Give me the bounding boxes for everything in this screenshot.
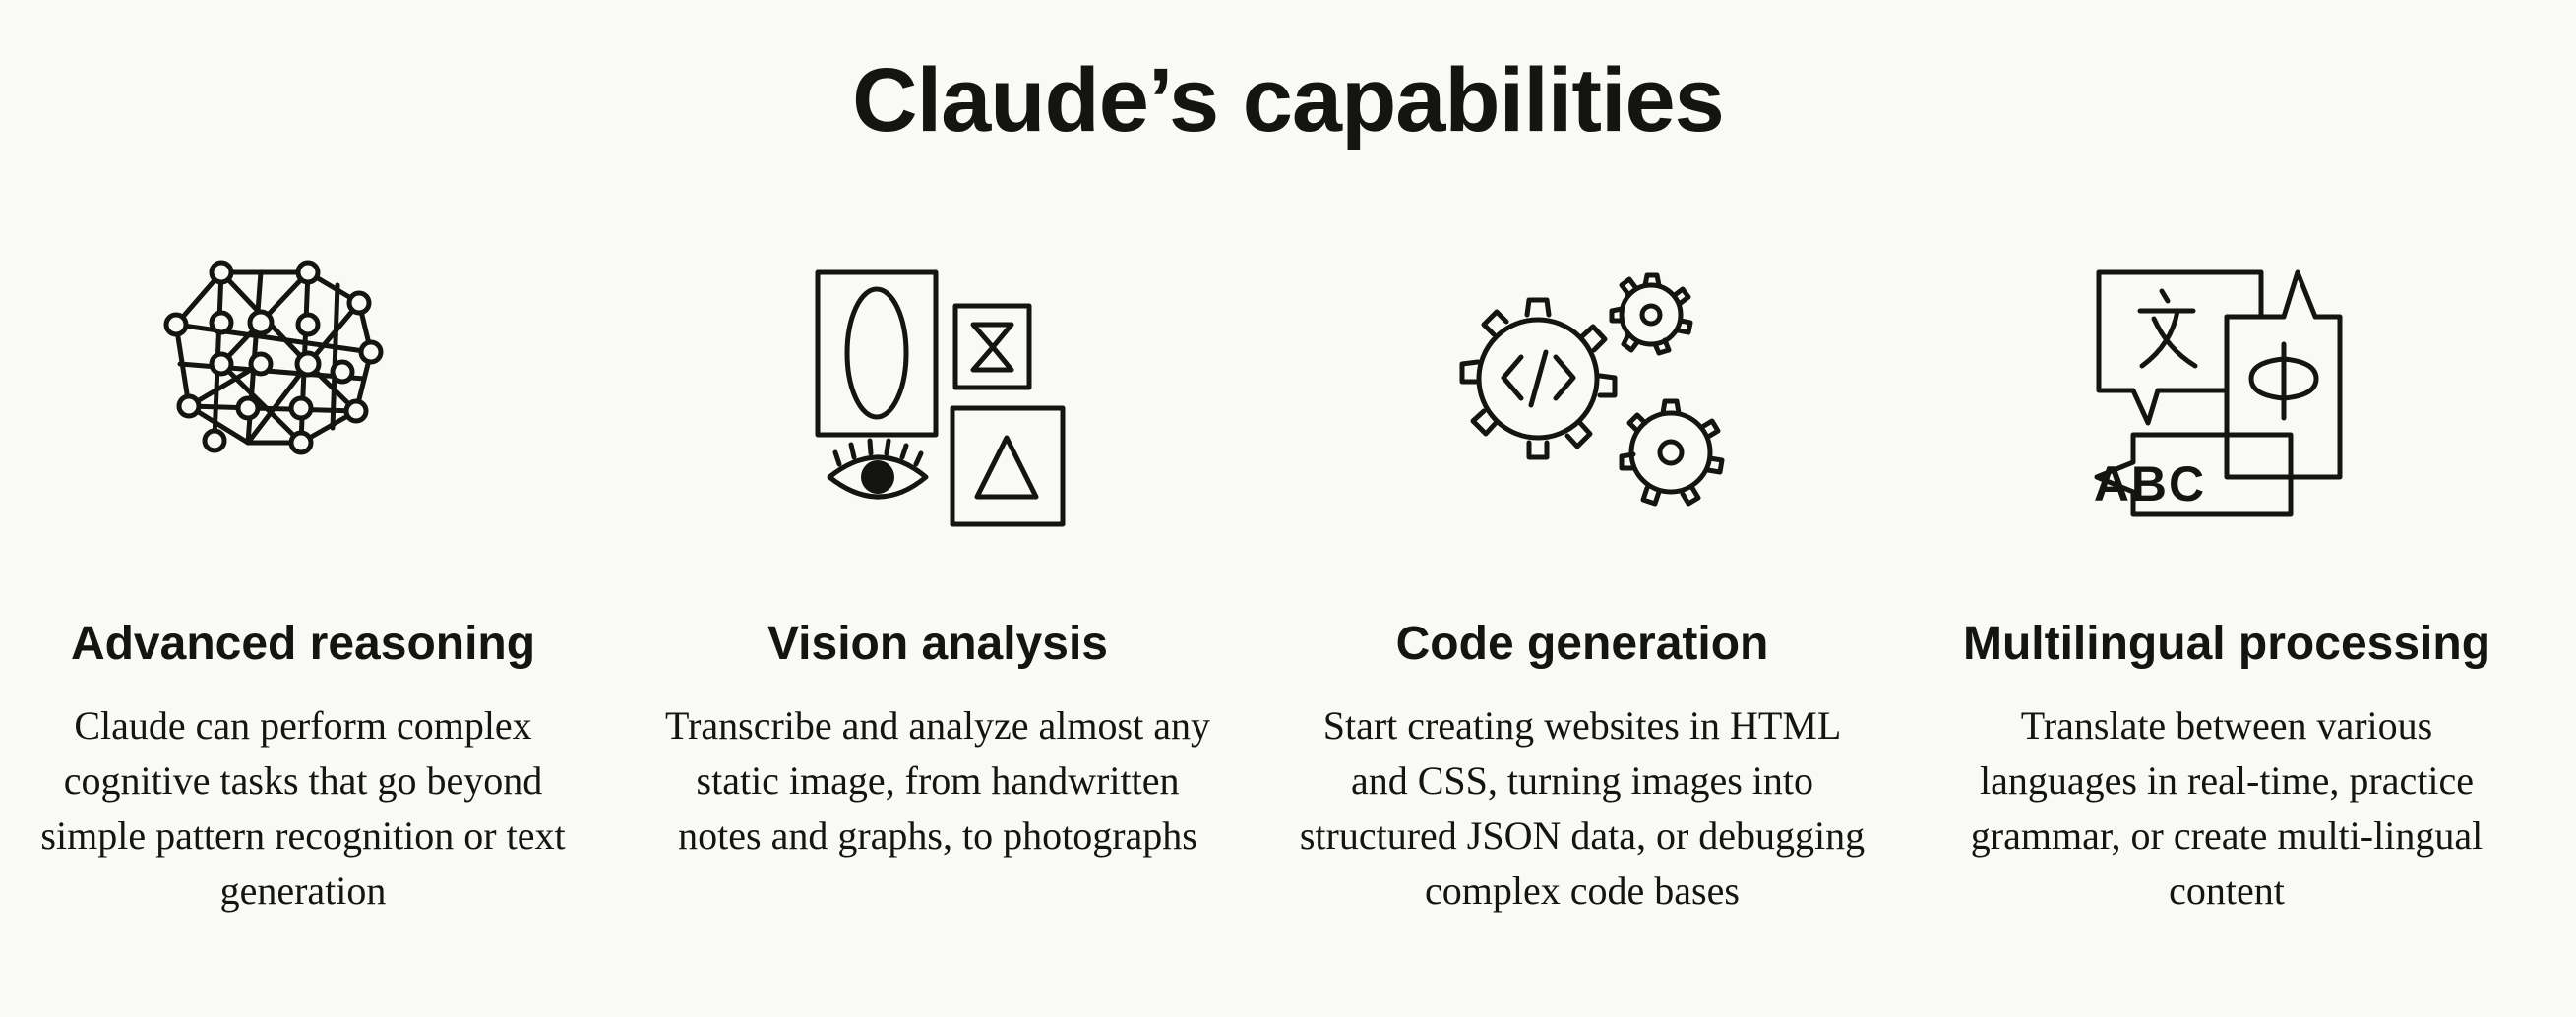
card-description: Transcribe and analyze almost any static… (665, 703, 1210, 858)
card-description: Claude can perform complex cognitive tas… (40, 703, 566, 913)
page-title: Claude’s capabilities (852, 50, 1725, 150)
vision-frames-eye-icon (780, 256, 1095, 551)
card-title: Code generation (1395, 618, 1769, 670)
card-title: Vision analysis (767, 618, 1108, 670)
card-title: Multilingual processing (1962, 618, 2491, 670)
capability-card-vision-analysis: Vision analysis Transcribe and analyze a… (633, 256, 1243, 858)
translation-bubbles-icon: ABC (2069, 256, 2384, 551)
card-description: Translate between various languages in r… (1970, 703, 2484, 913)
code-gears-icon (1425, 256, 1740, 551)
capability-card-multilingual-processing: ABC Multilingual processing Translate be… (1922, 256, 2532, 913)
capability-card-code-generation: Code generation Start creating websites … (1277, 256, 1887, 913)
card-description: Start creating websites in HTML and CSS,… (1299, 703, 1866, 913)
abc-label: ABC (2093, 456, 2207, 511)
network-graph-icon (146, 256, 460, 551)
card-title: Advanced reasoning (70, 618, 536, 670)
capability-card-advanced-reasoning: Advanced reasoning Claude can perform co… (0, 256, 608, 913)
